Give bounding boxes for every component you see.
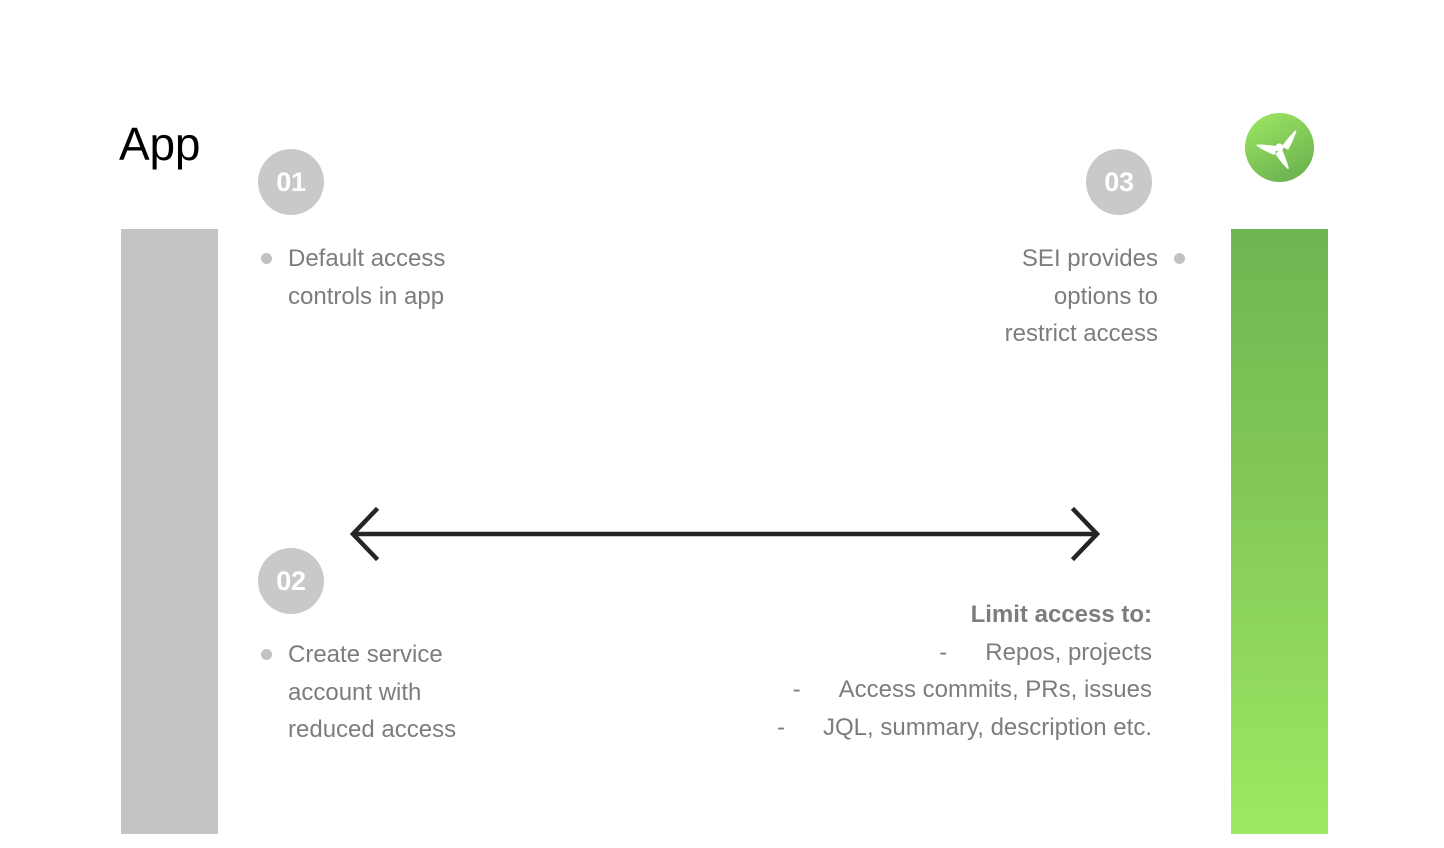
step-bullet-text-02: Create service account with reduced acce… [288,641,457,743]
list-dash: - [939,638,948,666]
limit-access-item: - JQL, summary, description etc. [655,709,1152,747]
step-number-01: 01 [276,166,306,197]
step-bullet-03: SEI provides options to restrict access [940,240,1185,353]
step-bullet-text-01: Default access controls in app [288,245,446,310]
limit-access-heading: Limit access to: [970,601,1152,628]
limit-access-item-text: JQL, summary, description etc. [823,713,1152,741]
bullet-dot-icon [1174,253,1185,264]
bullet-dot-icon [261,649,272,660]
step-bullet-02: Create service account with reduced acce… [261,636,456,749]
step-number-02: 02 [276,565,306,596]
propeller-icon [1245,113,1314,182]
step-badge-01: 01 [258,149,324,215]
list-dash: - [792,676,801,703]
step-badge-03: 03 [1086,149,1152,215]
bullet-dot-icon [261,253,272,264]
limit-access-item: - Access commits, PRs, issues [655,671,1152,709]
limit-access-item-text: Access commits, PRs, issues [838,676,1152,703]
step-number-03: 03 [1104,166,1134,197]
list-dash: - [777,713,785,741]
bidirectional-arrow [345,500,1105,570]
limit-access-block: Limit access to: - Repos, projects - Acc… [655,596,1152,746]
step-badge-02: 02 [258,548,324,614]
page-title: App [119,118,201,170]
limit-access-item: - Repos, projects [655,634,1152,672]
limit-access-item-text: Repos, projects [985,638,1152,666]
step-bullet-text-03: SEI provides options to restrict access [1004,245,1158,347]
app-column-bar [121,229,218,834]
sei-column-bar [1231,229,1328,834]
step-bullet-01: Default access controls in app [261,240,445,315]
